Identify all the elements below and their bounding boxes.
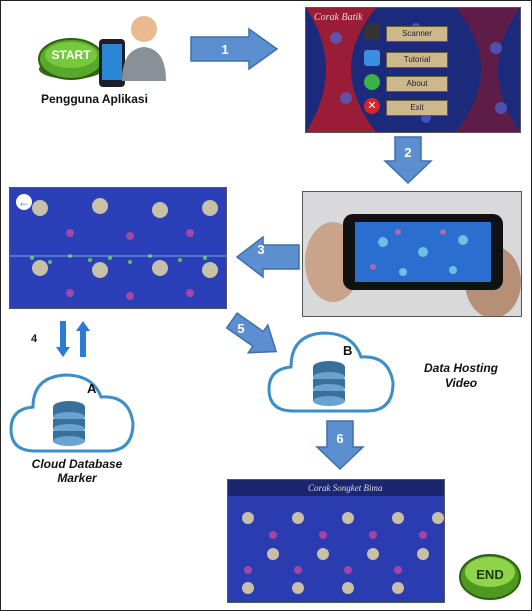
step-6-label: 6 <box>336 431 343 446</box>
tutorial-icon <box>364 50 380 66</box>
start-text: START <box>51 48 91 62</box>
step-1-label: 1 <box>221 42 228 57</box>
menu-tutorial-button[interactable]: Tutorial <box>386 52 448 68</box>
cloud-a-label-line2: Marker <box>57 471 97 485</box>
step-3-label: 3 <box>257 242 264 257</box>
cloud-a: A <box>9 373 135 453</box>
video-screenshot: Corak Songket Bima <box>227 479 445 603</box>
cloud-b-label-line2: Video <box>444 376 478 390</box>
scan-photo <box>302 191 522 317</box>
down-arrow-icon <box>56 321 70 357</box>
up-arrow-icon <box>76 321 90 357</box>
database-icon <box>313 361 345 406</box>
exit-icon: ✕ <box>364 98 380 114</box>
end-text: END <box>476 567 503 582</box>
step-4-label: 4 <box>31 333 38 345</box>
arrow-step-2: 2 <box>383 136 433 185</box>
app-menu-screenshot: Corak Batik Scanner Tutorial About ✕ Exi… <box>305 7 521 133</box>
cloud-b-label: Data Hosting Video <box>411 361 511 391</box>
marker-detected-screenshot: ← <box>9 187 227 309</box>
cloud-b-letter: B <box>343 343 352 358</box>
cloud-a-letter: A <box>87 381 97 396</box>
app-title: Corak Batik <box>314 12 363 23</box>
cloud-b: B <box>267 331 395 413</box>
user-label: Pengguna Aplikasi <box>41 92 148 106</box>
arrow-step-5: 5 <box>225 312 278 354</box>
arrow-step-6: 6 <box>315 420 365 471</box>
cloud-a-label-line1: Cloud Database <box>31 457 123 471</box>
about-icon <box>364 74 380 90</box>
user-start-illustration: START <box>38 16 166 87</box>
arrow-step-1: 1 <box>190 27 279 71</box>
video-title: Corak Songket Bima <box>308 483 383 493</box>
step-2-label: 2 <box>404 145 411 160</box>
batik-video-pattern <box>228 480 444 602</box>
cloud-b-label-line1: Data Hosting <box>423 361 498 375</box>
batik-marker-pattern <box>10 188 226 308</box>
scanner-icon <box>364 24 380 40</box>
menu-exit-button[interactable]: Exit <box>386 100 448 116</box>
end-button[interactable]: END <box>457 545 523 603</box>
menu-scanner-button[interactable]: Scanner <box>386 26 448 42</box>
phone-scan-illustration <box>305 214 521 316</box>
menu-about-button[interactable]: About <box>386 76 448 92</box>
database-icon <box>53 401 85 446</box>
cloud-a-label: Cloud Database Marker <box>21 457 133 485</box>
arrow-step-4-updown <box>56 321 90 357</box>
arrow-step-3: 3 <box>235 235 300 279</box>
step-5-label: 5 <box>237 321 244 336</box>
back-arrow-icon[interactable]: ← <box>16 194 32 210</box>
